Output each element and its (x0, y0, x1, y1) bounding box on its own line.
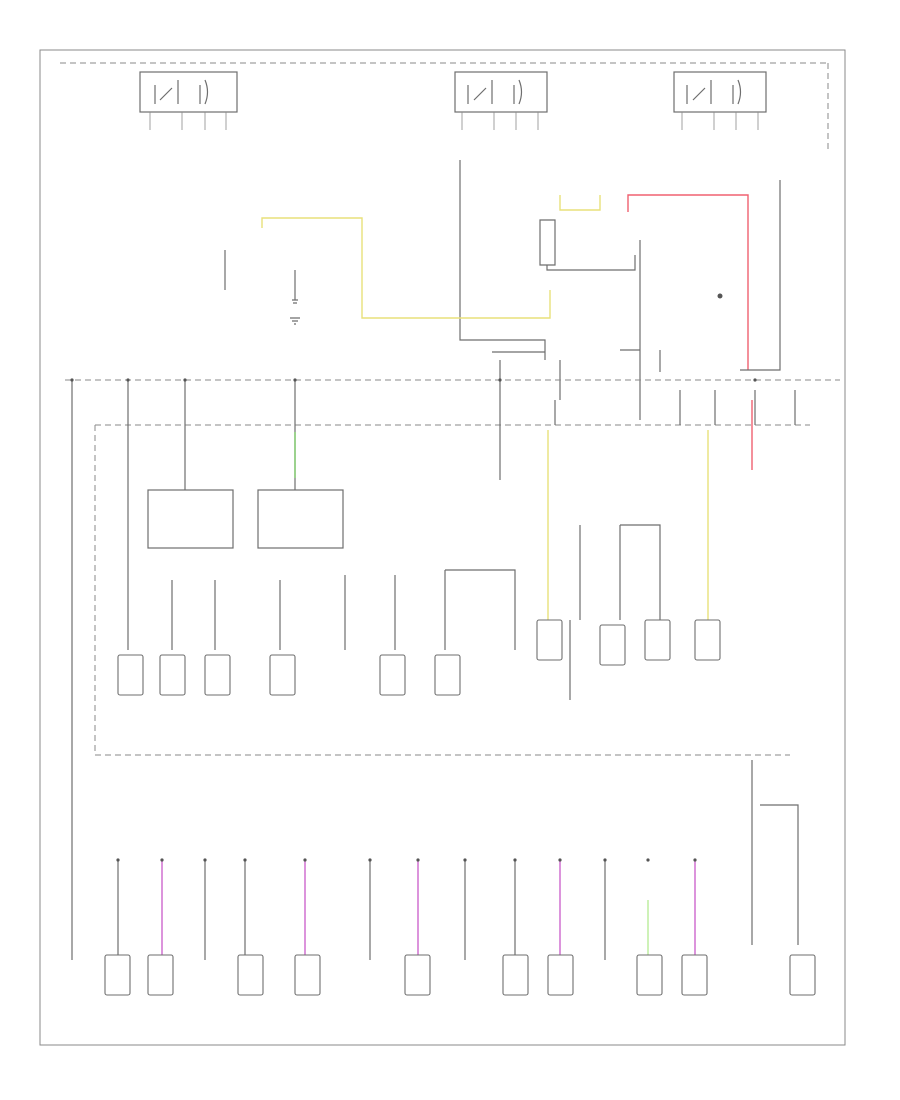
relay-center (454, 71, 548, 130)
relay-icon (467, 79, 523, 105)
switch-box-left (147, 489, 234, 549)
wire-yellow-loop (261, 217, 551, 319)
ground-icon (290, 317, 300, 325)
wire-yellow-top (559, 195, 601, 211)
diagram-frame (39, 49, 846, 1046)
connector-icon (70, 378, 757, 862)
switch-box-right (257, 489, 344, 549)
fuse-taps (127, 380, 796, 425)
relay-icon (154, 79, 209, 105)
wire-red-loop (627, 194, 749, 370)
fuse-icon (717, 293, 723, 299)
relay-icon (686, 79, 742, 105)
lower-components (104, 954, 816, 996)
middle-components (117, 619, 721, 696)
relay-right (673, 71, 767, 130)
relay-left (139, 71, 238, 130)
wire-center-vertical (459, 160, 546, 360)
